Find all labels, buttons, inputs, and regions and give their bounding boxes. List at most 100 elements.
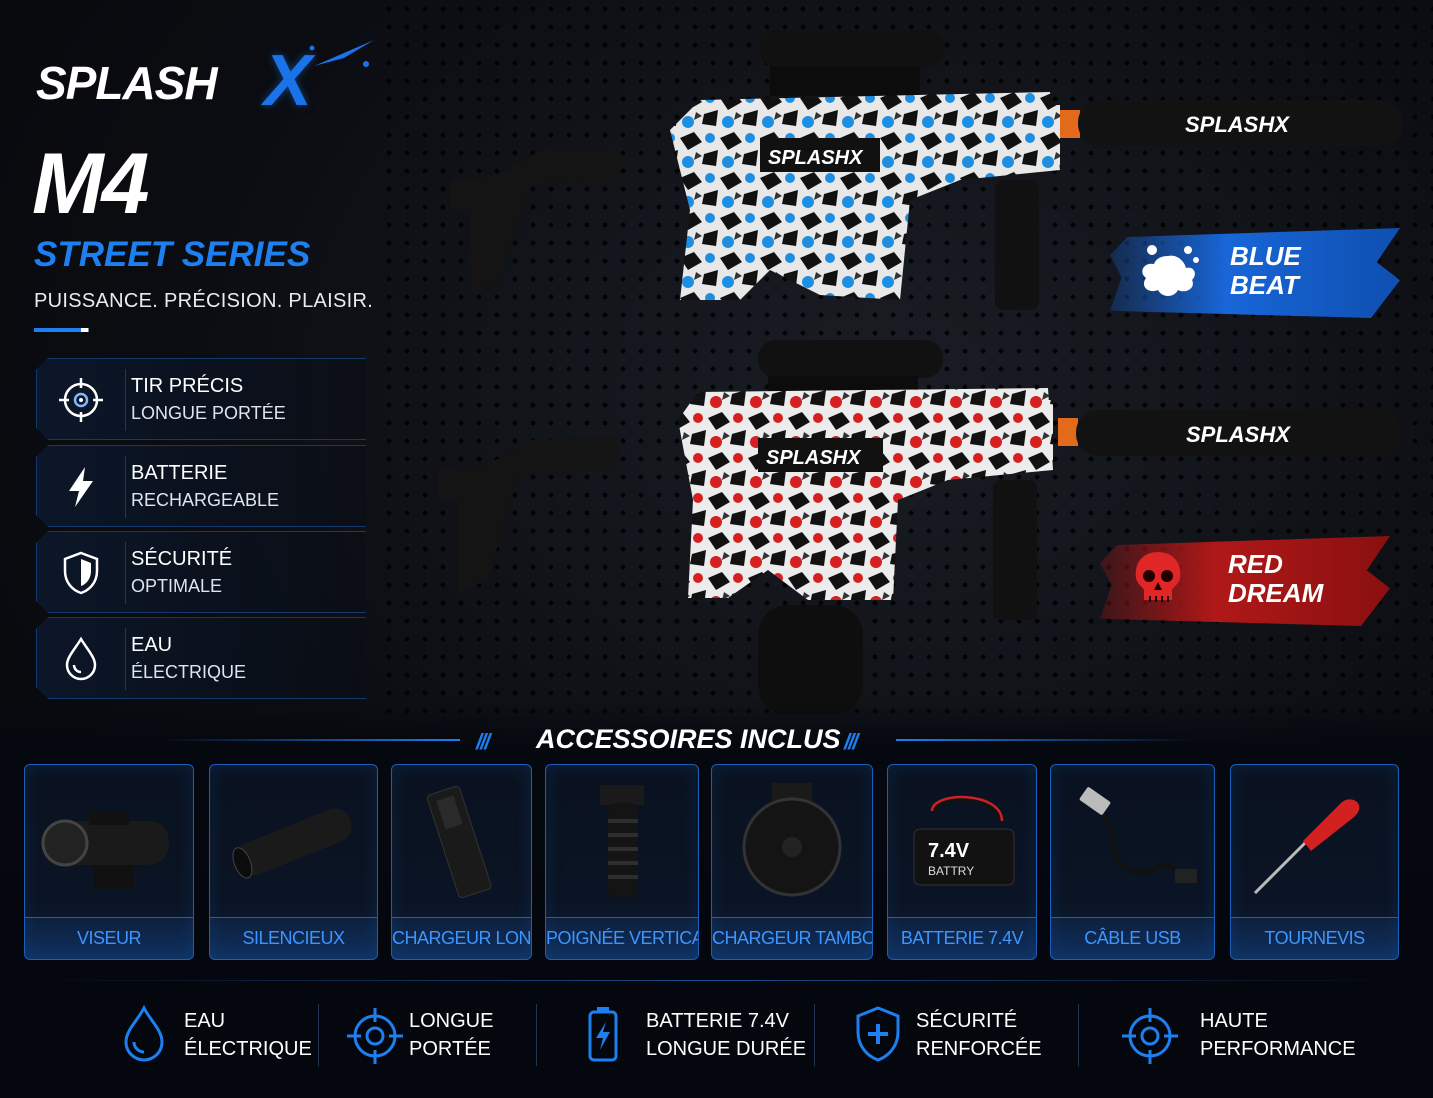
accessory-label-band <box>888 917 1036 959</box>
accessory-card-battery: 7.4V BATTRY BATTERIE 7.4V <box>887 764 1037 960</box>
feature-divider <box>125 369 126 431</box>
accessory-card-vertical-grip: POIGNÉE VERTICALE <box>545 764 699 960</box>
variant-name: BLUE BEAT <box>1230 242 1301 300</box>
spec-line1: EAU <box>184 1010 226 1032</box>
feature-item-precision: TIR PRÉCIS LONGUE PORTÉE <box>36 358 366 440</box>
spec-divider <box>814 1004 815 1066</box>
accessory-label: POIGNÉE VERTICALE <box>546 928 698 948</box>
body-brand-label: SPLASHX <box>768 147 864 169</box>
body-brand-label: SPLASHX <box>766 447 862 469</box>
accessory-label: CHARGEUR LONG <box>392 928 532 948</box>
svg-text:BATTRY: BATTRY <box>928 864 974 878</box>
logo-wordmark: SPLASH <box>36 57 218 109</box>
feature-title: BATTERIE <box>131 462 228 484</box>
accessory-label-band <box>210 917 377 959</box>
accessory-card-long-magazine: CHARGEUR LONG <box>391 764 532 960</box>
spec-line2: PORTÉE <box>409 1038 491 1060</box>
blue-gun-image: SPLASHX SPLASHX <box>450 30 1403 310</box>
battery-pack-icon: 7.4V BATTRY <box>913 795 1015 886</box>
accessory-label-band <box>712 917 872 959</box>
spec-item-water: EAU ÉLECTRIQUE <box>120 1000 312 1070</box>
suppressor-brand-label: SPLASHX <box>1186 422 1291 447</box>
accessory-label: VISEUR <box>76 928 142 948</box>
accessories-header-slashes-left: /// <box>476 729 490 754</box>
accessory-label-band <box>1051 917 1214 959</box>
feature-title: EAU <box>131 634 173 656</box>
drum-magazine-icon <box>742 783 842 897</box>
splash-icon <box>1142 245 1199 296</box>
accessory-label: CÂBLE USB <box>1084 928 1181 948</box>
accessory-label-band <box>392 917 531 959</box>
feature-divider <box>125 542 126 604</box>
crosshair-icon <box>347 1008 403 1064</box>
accessory-card-drum-magazine: CHARGEUR TAMBOUR <box>711 764 873 960</box>
spec-item-performance: HAUTE PERFORMANCE <box>1120 1000 1356 1070</box>
tagline-underline <box>34 328 112 332</box>
long-magazine-icon <box>426 785 491 898</box>
accessory-card-usb-cable: CÂBLE USB <box>1050 764 1215 960</box>
logo-splash-icon <box>309 40 374 67</box>
svg-text:7.4V: 7.4V <box>928 840 970 862</box>
water-drop-icon <box>124 1004 164 1062</box>
spec-line1: HAUTE <box>1200 1010 1268 1032</box>
variant-line2: BEAT <box>1230 270 1299 300</box>
vertical-grip-icon <box>600 785 644 897</box>
accessory-card-scope: VISEUR <box>24 764 194 960</box>
screwdriver-icon <box>1253 799 1359 895</box>
accessory-label: BATTERIE 7.4V <box>900 928 1024 948</box>
feature-title: SÉCURITÉ <box>131 548 233 570</box>
brand-logo: SPLASH X <box>36 36 376 121</box>
shield-plus-icon <box>856 1006 900 1062</box>
shield-icon <box>57 549 105 597</box>
skull-icon <box>1135 552 1181 602</box>
accessories-header-line-right <box>896 739 1196 741</box>
feature-item-water: EAU ÉLECTRIQUE <box>36 617 366 699</box>
variant-line1: RED <box>1228 549 1283 579</box>
bottom-separator <box>28 980 1405 981</box>
feature-divider <box>125 628 126 690</box>
spec-line1: BATTERIE 7.4V <box>646 1010 790 1032</box>
feature-subtitle: RECHARGEABLE <box>131 490 280 510</box>
spec-line1: LONGUE <box>409 1010 494 1032</box>
suppressor-brand-label: SPLASHX <box>1185 112 1290 137</box>
accessory-label: CHARGEUR TAMBOUR <box>712 928 873 948</box>
accessory-label: TOURNEVIS <box>1264 928 1365 948</box>
suppressor-icon <box>231 808 352 879</box>
feature-title: TIR PRÉCIS <box>131 375 244 397</box>
feature-subtitle: LONGUE PORTÉE <box>131 403 286 423</box>
variant-badge-red: RED DREAM <box>1100 536 1390 626</box>
spec-line2: ÉLECTRIQUE <box>184 1038 312 1060</box>
crosshair-icon <box>57 376 105 424</box>
feature-subtitle: OPTIMALE <box>131 576 223 596</box>
crosshair-icon <box>1122 1008 1178 1064</box>
variant-badge-blue: BLUE BEAT <box>1110 228 1400 318</box>
spec-item-safety: SÉCURITÉ RENFORCÉE <box>852 1000 1052 1070</box>
accessories-title: ACCESSOIRES INCLUS <box>536 724 841 754</box>
variant-line2: DREAM <box>1228 578 1324 608</box>
water-drop-icon <box>57 635 105 683</box>
feature-subtitle: ÉLECTRIQUE <box>131 662 247 682</box>
accessory-card-suppressor: SILENCIEUX <box>209 764 378 960</box>
usb-cable-icon <box>1079 787 1197 883</box>
logo-x-mark: X <box>264 41 313 121</box>
lightning-icon <box>57 463 105 511</box>
spec-item-battery: BATTERIE 7.4V LONGUE DURÉE <box>582 1000 806 1070</box>
accessory-label-band <box>1231 917 1398 959</box>
scope-icon <box>41 811 169 889</box>
spec-line2: LONGUE DURÉE <box>646 1038 807 1060</box>
spec-divider <box>536 1004 537 1066</box>
series-title: STREET SERIES <box>34 235 311 274</box>
accessory-label-band <box>25 917 193 959</box>
accessory-label: SILENCIEUX <box>242 928 345 948</box>
spec-line2: PERFORMANCE <box>1200 1038 1356 1060</box>
variant-line1: BLUE <box>1230 241 1301 271</box>
spec-line1: SÉCURITÉ <box>916 1010 1018 1032</box>
feature-item-battery: BATTERIE RECHARGEABLE <box>36 445 366 527</box>
feature-item-safety: SÉCURITÉ OPTIMALE <box>36 531 366 613</box>
spec-divider <box>1078 1004 1079 1066</box>
model-title: M4 <box>32 136 149 232</box>
spec-divider <box>318 1004 319 1066</box>
accessories-header-line-left <box>160 739 460 741</box>
tagline: PUISSANCE. PRÉCISION. PLAISIR. <box>34 290 374 312</box>
accessory-label-band <box>546 917 698 959</box>
